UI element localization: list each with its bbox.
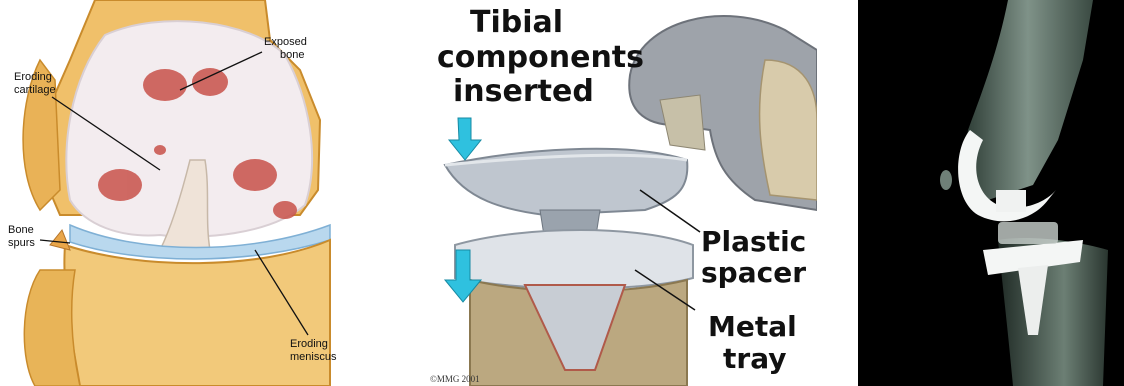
arrow-down-icon <box>449 118 481 160</box>
femur-bone-end <box>760 60 817 200</box>
plastic-spacer <box>445 149 687 215</box>
label-spacer: spacer <box>701 256 806 289</box>
knee-arthritis-drawing: Exposed bone Eroding cartilage Bone spur… <box>0 0 340 386</box>
label-exposed: Exposed <box>264 36 307 48</box>
metal-tray <box>455 230 693 289</box>
femoral-notch <box>660 95 705 150</box>
knee-xray-image <box>858 0 1124 386</box>
label-plastic: Plastic <box>701 225 806 258</box>
title-line-1: Tibial <box>470 5 563 40</box>
title-line-2: components <box>437 40 644 75</box>
label-metal: Metal <box>708 310 797 343</box>
label-eroding-meniscus-2: meniscus <box>290 351 337 363</box>
fibula-bone <box>24 270 80 386</box>
label-bone-spurs-1: Bone <box>8 224 34 236</box>
bone-spur <box>50 230 70 250</box>
copyright-text: ©MMG 2001 <box>430 374 480 384</box>
knee-xray-drawing <box>858 0 1124 386</box>
label-bone: bone <box>280 49 304 61</box>
knee-arthritis-illustration: Exposed bone Eroding cartilage Bone spur… <box>0 0 340 386</box>
label-eroding-meniscus-1: Eroding <box>290 338 328 350</box>
tibia-bone <box>64 240 330 386</box>
tibial-components-drawing: Tibial components inserted Plastic space… <box>425 0 817 386</box>
label-cartilage: cartilage <box>14 84 56 96</box>
label-bone-spurs-2: spurs <box>8 237 35 249</box>
label-tray: tray <box>723 342 786 375</box>
label-eroding: Eroding <box>14 71 52 83</box>
tibial-components-illustration: Tibial components inserted Plastic space… <box>425 0 817 386</box>
title-line-3: inserted <box>453 74 594 109</box>
